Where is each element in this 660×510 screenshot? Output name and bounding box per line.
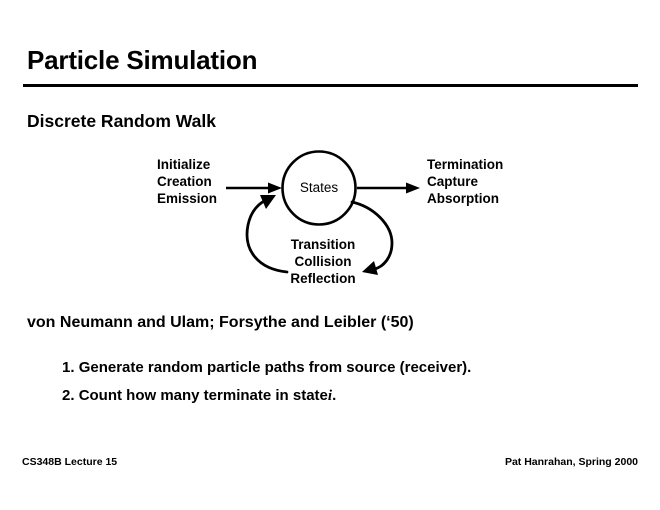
title-divider [23, 84, 638, 87]
list-item-text: Count how many terminate in state [78, 387, 328, 404]
input-label: Initialize Creation Emission [157, 156, 217, 207]
list-item: 2. Count how many terminate in statei. [62, 386, 336, 406]
section-subtitle: Discrete Random Walk [27, 111, 216, 131]
state-index-symbol: i [327, 388, 333, 404]
random-walk-diagram: States Initialize Creation Emission Term… [0, 145, 660, 295]
footer-author-label: Pat Hanrahan, Spring 2000 [504, 456, 638, 468]
states-circle [281, 150, 357, 226]
list-item-number: 2. [62, 387, 75, 404]
input-arrow [226, 182, 282, 194]
citation-line: von Neumann and Ulam; Forsythe and Leibl… [27, 314, 414, 331]
list-item-text: Generate random particle paths from sour… [78, 359, 472, 376]
input-label-line-2: Creation [157, 174, 212, 189]
loop-label: Transition Collision Reflection [278, 236, 368, 287]
states-node-label: States [299, 180, 339, 195]
list-item-text-suffix: . [332, 387, 337, 404]
diagram-graphics [226, 150, 420, 275]
output-arrow [357, 182, 420, 194]
output-label-line-3: Absorption [427, 191, 499, 206]
list-item-number: 1. [62, 359, 75, 376]
loop-arrow-right [350, 200, 394, 275]
output-label-line-1: Termination [427, 157, 504, 172]
list-item: 1. Generate random particle paths from s… [62, 358, 471, 378]
footer-course-label: CS348B Lecture 15 [22, 456, 118, 468]
loop-label-line-1: Transition [290, 237, 356, 252]
loop-arrow-left [245, 195, 289, 274]
loop-label-line-2: Collision [294, 254, 352, 269]
loop-label-line-3: Reflection [290, 271, 356, 286]
output-label-line-2: Capture [427, 174, 479, 189]
output-label: Termination Capture Absorption [427, 156, 503, 207]
page-title: Particle Simulation [27, 45, 258, 75]
input-label-line-3: Emission [157, 191, 218, 206]
input-label-line-1: Initialize [157, 157, 211, 172]
